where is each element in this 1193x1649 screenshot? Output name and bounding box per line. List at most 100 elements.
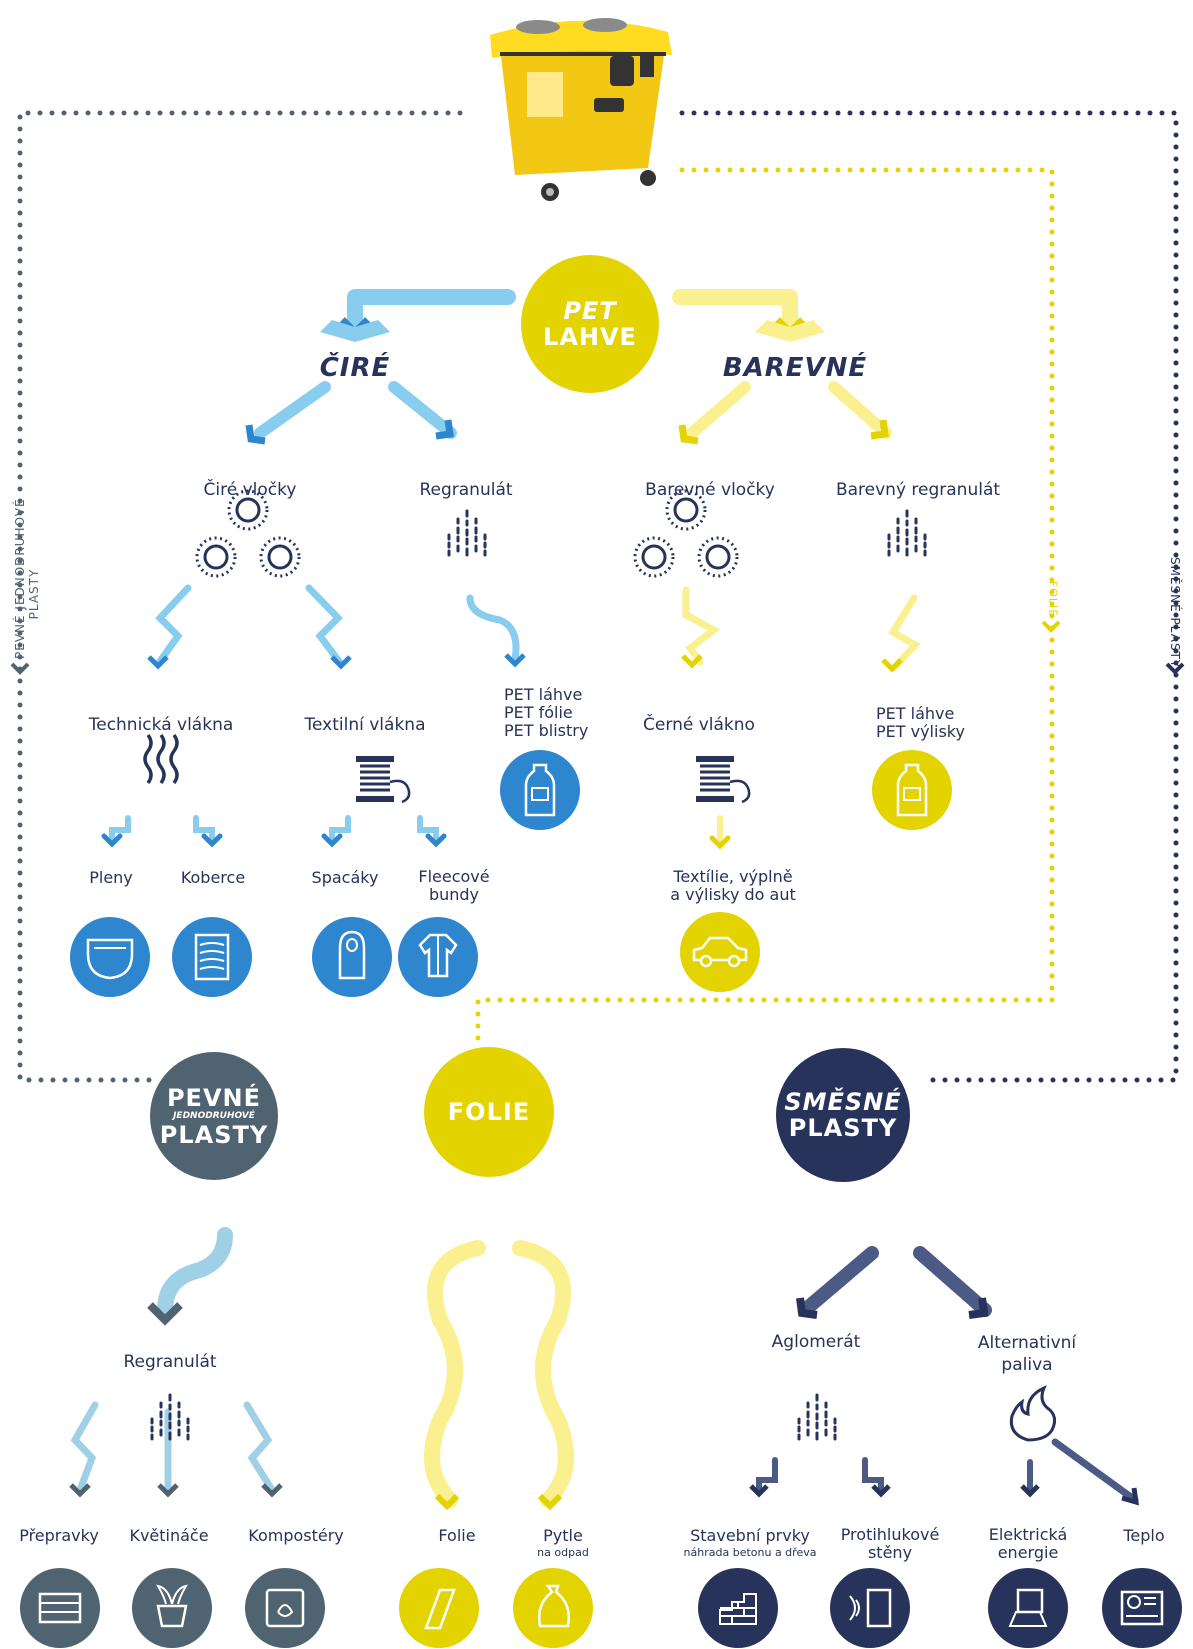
hub-pevne-plasty: PEVNÉ JEDNODRUHOVÉ PLASTY [150, 1052, 278, 1180]
composter-icon [245, 1568, 325, 1648]
label-stavebni-main: Stavební prvky [690, 1526, 810, 1545]
hub-smesne-line1: SMĚSNÉ [784, 1088, 902, 1116]
jacket-icon [398, 917, 478, 997]
hub-folie-line1: FOLIE [447, 1098, 531, 1126]
yellow-collection-bin-icon [490, 18, 672, 201]
label-pet-products: PET láhve PET fólie PET blistry [504, 686, 588, 740]
label-fleecove-2: bundy [428, 885, 480, 904]
label-folie-product: Folie [438, 1526, 476, 1545]
label-barevny-regranulat: Barevný regranulát [835, 480, 1001, 500]
foil-icon [399, 1568, 479, 1648]
label-alternativni-2: paliva [1001, 1355, 1053, 1375]
label-kvetinace: Květináče [129, 1526, 209, 1545]
label-protihlukove-1: Protihlukové [840, 1525, 940, 1544]
label-regranulat-pevne: Regranulát [123, 1352, 217, 1372]
thread-spool-icon [694, 754, 751, 804]
car-icon [680, 912, 760, 992]
arrows-folie [424, 1240, 574, 1508]
crate-icon [20, 1568, 100, 1648]
hub-pet-line1: PET [563, 297, 617, 325]
dotted-route-folie [475, 167, 1055, 1043]
bottle-icon [500, 750, 580, 830]
bottle-icon [872, 750, 952, 830]
label-fleecove-1: Fleecové [418, 867, 490, 886]
chevron-folie-route [1041, 620, 1061, 633]
label-pleny: Pleny [89, 868, 133, 887]
label-pytle-main: Pytle [543, 1526, 583, 1545]
label-pet-products-1: PET láhve [504, 685, 583, 704]
label-pet-products-2: PET fólie [504, 703, 573, 722]
hub-pevne-mid: JEDNODRUHOVÉ [173, 1110, 255, 1121]
hub-pet-lahve: PET LAHVE [521, 255, 659, 393]
label-technicka-vlakna: Technická vlákna [88, 715, 234, 735]
electricity-icon [988, 1568, 1068, 1648]
flame-icon [1009, 1385, 1057, 1442]
garbage-bag-icon [513, 1568, 593, 1648]
arrows-pet-barevne [672, 289, 892, 445]
label-alternativni-1: Alternativní [977, 1333, 1077, 1353]
arrows-pet-cire [245, 289, 516, 445]
label-pytle-sub: na odpad [537, 1546, 589, 1559]
label-elektricka-1: Elektrická [988, 1525, 1068, 1544]
thread-spool-icon [354, 754, 411, 804]
label-textilie: Textílie, výplně a výlisky do aut [670, 868, 796, 904]
bricks-icon [698, 1568, 778, 1648]
label-stavebni: Stavební prvky náhrada betonu a dřeva [684, 1526, 817, 1559]
label-stavebni-sub: náhrada betonu a dřeva [683, 1546, 817, 1559]
label-alternativni: Alternativní paliva [978, 1332, 1076, 1376]
granulate-icon [447, 509, 487, 557]
noise-wall-icon [830, 1568, 910, 1648]
side-label-smesne: SMĚSNÉ PLASTY [1168, 557, 1182, 669]
heater-icon [1102, 1568, 1182, 1648]
arrows-to-fibers [147, 584, 921, 673]
label-aglomerat: Aglomerát [771, 1332, 861, 1352]
label-elektricka-2: energie [997, 1543, 1059, 1562]
side-label-pevne-line2: PLASTY [27, 568, 41, 620]
label-cire-vlocky: Čiré vločky [203, 480, 297, 500]
hub-smesne-line2: PLASTY [788, 1114, 898, 1142]
granulate-icon [887, 509, 927, 557]
carpet-icon [172, 917, 252, 997]
label-spacaky: Spacáky [311, 868, 379, 887]
hub-pevne-line1: PEVNÉ [166, 1083, 262, 1112]
flake-icon [697, 536, 739, 578]
label-fleecove: Fleecové bundy [418, 868, 489, 904]
arrows-pevne [69, 1227, 283, 1498]
hub-folie: FOLIE [424, 1047, 554, 1177]
label-regranulat-pet: Regranulát [419, 480, 513, 500]
sleeping-bag-icon [312, 917, 392, 997]
label-protihlukove: Protihlukové stěny [841, 1526, 940, 1562]
flake-icon [259, 536, 301, 578]
hub-pet-line2: LAHVE [543, 323, 637, 351]
label-textilni-vlakna: Textilní vlákna [304, 715, 426, 735]
chevron-down-icon [434, 1493, 563, 1511]
hub-pevne-line2: PLASTY [159, 1120, 269, 1149]
flowerpot-icon [132, 1568, 212, 1648]
section-cire: ČIRÉ [319, 353, 391, 383]
fiber-waves-icon [143, 733, 179, 785]
label-pytle: Pytle na odpad [537, 1526, 589, 1559]
label-prepravky: Přepravky [19, 1526, 99, 1545]
side-label-pevne-line1: PEVNÉ JEDNODRUHOVÉ [13, 498, 27, 659]
label-barevny-products-2: PET výlisky [876, 722, 965, 741]
label-barevne-vlocky: Barevné vločky [645, 480, 775, 500]
chevron-right-route [1165, 662, 1185, 675]
label-elektricka: Elektrická energie [989, 1526, 1068, 1562]
label-barevny-products-1: PET láhve [876, 704, 955, 723]
arrows-smesne [749, 1246, 1140, 1506]
label-textilie-2: a výlisky do aut [670, 885, 796, 904]
label-pet-products-3: PET blistry [504, 721, 589, 740]
label-barevny-products: PET láhve PET výlisky [876, 705, 965, 741]
hub-smesne-plasty: SMĚSNÉ PLASTY [776, 1048, 910, 1182]
label-koberce: Koberce [180, 868, 246, 887]
chevron-left-route [10, 662, 30, 675]
granulate-icon [797, 1393, 837, 1441]
label-protihlukove-2: stěny [867, 1543, 913, 1562]
flake-icon [195, 536, 237, 578]
label-komposteri: Kompostéry [248, 1526, 344, 1545]
side-label-folie: FOLIE [1046, 580, 1060, 618]
dotted-route-smesne [679, 110, 1179, 1083]
side-label-pevne: PEVNÉ JEDNODRUHOVÉ PLASTY [13, 498, 41, 659]
label-textilie-1: Textílie, výplně [673, 867, 793, 886]
